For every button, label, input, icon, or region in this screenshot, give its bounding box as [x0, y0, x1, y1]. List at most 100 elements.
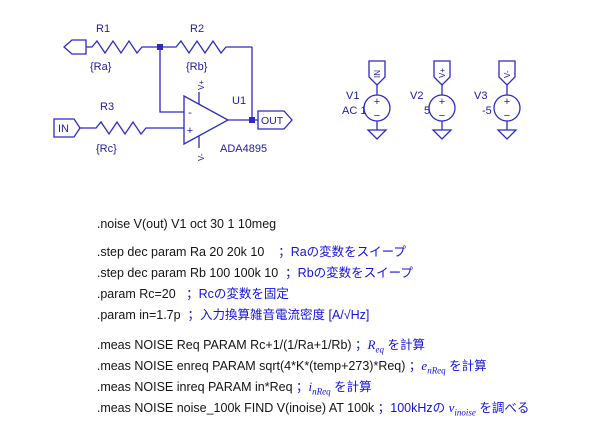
directive-comment: ；Raの変数をスイープ	[264, 245, 406, 259]
port-v2-net-shape[interactable]	[433, 60, 451, 86]
directive-code: .meas NOISE inreq PARAM in*Req	[96, 380, 293, 394]
directive-param-rc[interactable]: .param Rc=20 ；Rcの変数を固定	[76, 262, 529, 301]
voltage-source-v3[interactable]: V- + − V3 -5	[474, 60, 521, 140]
directive-code: .step dec param Ra 20 20k 10	[96, 245, 265, 259]
math-subscript: eq	[375, 344, 385, 355]
v3-plus-mark: +	[504, 96, 510, 108]
directive-comment: ；Req を計算	[351, 337, 425, 355]
port-out-shape[interactable]	[257, 110, 293, 130]
junction-dot-feedback	[157, 44, 163, 50]
v1-value[interactable]: AC 1	[342, 105, 366, 117]
opamp-part-number[interactable]: ADA4895	[220, 143, 267, 155]
port-v1-net-shape[interactable]	[368, 60, 386, 86]
left-arrow-port[interactable]	[63, 39, 87, 55]
resistor-r3[interactable]: R3 {Rc}	[80, 101, 184, 155]
v1-ground-symbol	[366, 129, 388, 140]
port-out-label: OUT	[261, 115, 284, 127]
comment-text: ；	[405, 359, 422, 373]
inverting-input-wire	[159, 47, 184, 113]
opamp-u1[interactable]: - + V+ V- U1 ADA4895	[183, 80, 267, 161]
directive-code: .meas NOISE enreq PARAM sqrt(4*K*(temp+2…	[96, 359, 406, 373]
comment-text: ；Rbの変数をスイープ	[278, 266, 413, 280]
directive-code: .meas NOISE Req PARAM Rc+1/(1/Ra+1/Rb)	[96, 338, 352, 352]
directive-meas-enreq[interactable]: .meas NOISE enreq PARAM sqrt(4*K*(temp+2…	[76, 334, 529, 376]
v3-ground-symbol	[496, 129, 518, 140]
v2-plus-mark: +	[439, 96, 445, 108]
circuit-schematic: R1 {Ra} R2 {Rb} IN R3 {Rc}	[53, 23, 521, 161]
port-v1-net-label: IN	[373, 70, 382, 78]
math-var: v	[448, 400, 455, 415]
resistor-r3-value[interactable]: {Rc}	[96, 143, 117, 155]
opamp-vplus-label: V+	[197, 80, 206, 90]
math-subscript: nReq	[312, 386, 331, 397]
port-v2-net-label: V+	[438, 68, 447, 78]
math-var: i	[308, 379, 313, 394]
math-subscript: nReq	[427, 365, 446, 376]
comment-text: ；Rcの変数を固定	[175, 287, 289, 301]
port-in-shape[interactable]	[53, 118, 81, 138]
v3-value[interactable]: -5	[482, 105, 492, 117]
comment-text: を計算	[384, 338, 425, 352]
voltage-source-v2[interactable]: V+ + − V2 5	[410, 60, 456, 140]
directive-code: .param in=1.7p	[96, 308, 181, 322]
directive-code: .step dec param Rb 100 100k 10	[96, 266, 279, 280]
v1-plus-mark: +	[374, 96, 380, 108]
comment-text: ；	[292, 380, 309, 394]
opamp-inverting-mark: -	[188, 107, 192, 119]
v1-minus-mark: −	[374, 110, 380, 122]
math-var: e	[421, 358, 428, 373]
v2-value[interactable]: 5	[424, 105, 430, 117]
voltage-source-v1[interactable]: IN + − V1 AC 1	[342, 60, 391, 140]
v1-ref[interactable]: V1	[346, 90, 359, 102]
directive-meas-noise100k[interactable]: .meas NOISE noise_100k FIND V(inoise) AT…	[76, 376, 530, 418]
directive-param-in[interactable]: .param in=1.7p ；入力換算雑音電流密度 [A/√Hz]	[76, 283, 529, 322]
directive-meas-req[interactable]: .meas NOISE Req PARAM Rc+1/(1/Ra+1/Rb) ；…	[76, 313, 529, 355]
directive-comment: ；enReq を計算	[405, 358, 487, 376]
resistor-r1-ref[interactable]: R1	[96, 23, 110, 35]
v2-ground-symbol	[431, 129, 453, 140]
comment-text: を計算	[445, 359, 487, 373]
resistor-r1-body[interactable]	[86, 39, 160, 55]
directive-meas-inreq[interactable]: .meas NOISE inreq PARAM in*Req ；inReq を計…	[76, 355, 529, 397]
directive-comment: ；inReq を計算	[292, 379, 372, 397]
comment-text: を調べる	[475, 401, 530, 415]
math-subscript: inoise	[454, 407, 476, 418]
resistor-r1[interactable]: R1 {Ra}	[86, 23, 160, 73]
resistor-r3-ref[interactable]: R3	[100, 101, 114, 113]
opamp-noninverting-mark: +	[187, 125, 193, 137]
directive-code: .meas NOISE noise_100k FIND V(inoise) AT…	[96, 401, 375, 415]
v3-ref[interactable]: V3	[474, 90, 487, 102]
directive-comment: ；入力換算雑音電流密度 [A/√Hz]	[181, 308, 370, 322]
directive-comment: ；Rcの変数を固定	[176, 287, 289, 301]
resistor-r2-body[interactable]	[160, 39, 252, 55]
comment-text: ；	[351, 338, 368, 352]
v2-minus-mark: −	[439, 110, 445, 122]
comment-text: ；Raの変数をスイープ	[264, 245, 406, 259]
comment-text: ；入力換算雑音電流密度 [A/√Hz]	[180, 308, 370, 322]
v2-ref[interactable]: V2	[410, 90, 423, 102]
directive-comment: ；Rbの変数をスイープ	[278, 266, 413, 280]
v3-minus-mark: −	[504, 110, 510, 122]
comment-text: を計算	[330, 380, 372, 394]
resistor-r2[interactable]: R2 {Rb}	[160, 23, 252, 73]
directive-code: .noise V(out) V1 oct 30 1 10meg	[96, 217, 277, 231]
directive-comment: ；100kHzの vinoise を調べる	[374, 400, 530, 418]
directive-step-ra[interactable]: .step dec param Ra 20 20k 10 ；Raの変数をスイープ	[76, 220, 529, 259]
directive-noise[interactable]: .noise V(out) V1 oct 30 1 10meg	[76, 192, 529, 231]
directive-code: .param Rc=20	[96, 287, 176, 301]
opamp-vminus-label: V-	[197, 153, 206, 161]
opamp-ref[interactable]: U1	[232, 95, 246, 107]
spice-directives-block: .noise V(out) V1 oct 30 1 10meg .step de…	[76, 192, 530, 418]
port-in-label: IN	[58, 123, 69, 135]
resistor-r2-value[interactable]: {Rb}	[186, 61, 208, 73]
port-out[interactable]: OUT	[257, 110, 293, 130]
port-in[interactable]: IN	[53, 118, 81, 138]
port-v3-net-label: V-	[503, 70, 512, 78]
resistor-r2-ref[interactable]: R2	[190, 23, 204, 35]
resistor-r3-body[interactable]	[80, 120, 184, 136]
port-v3-net-shape[interactable]	[498, 60, 516, 86]
resistor-r1-value[interactable]: {Ra}	[90, 61, 112, 73]
directive-step-rb[interactable]: .step dec param Rb 100 100k 10 ；Rbの変数をスイ…	[76, 241, 529, 280]
opamp-triangle[interactable]	[183, 94, 230, 146]
